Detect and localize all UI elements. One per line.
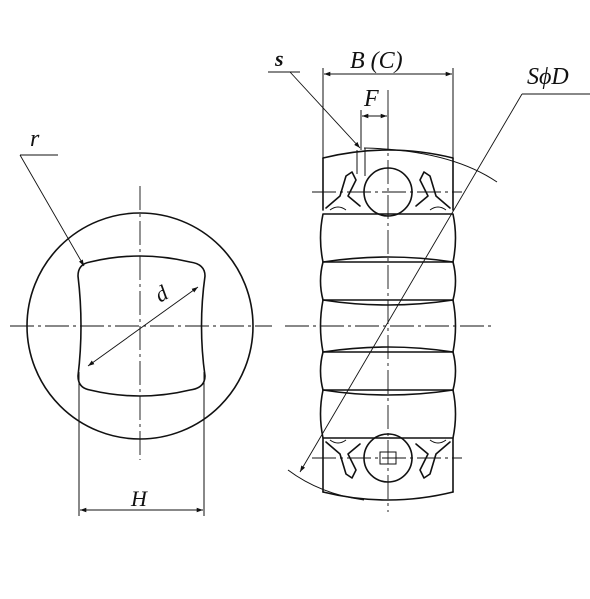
label-s: s xyxy=(274,46,284,71)
seal-top-left xyxy=(325,171,361,209)
sd-sphere-arc-top xyxy=(363,147,498,183)
label-sd: SϕD xyxy=(527,64,569,90)
seal-bottom-right-lip xyxy=(429,439,447,444)
square-bore-outline xyxy=(77,255,206,397)
d-dimension-line xyxy=(87,286,199,367)
seal-bottom-right xyxy=(415,441,451,479)
r-leader-line xyxy=(19,154,85,267)
outer-ring-bottom-arc xyxy=(322,491,454,501)
label-h: H xyxy=(130,486,148,511)
sd-sphere-arc-bottom xyxy=(287,469,365,501)
label-r: r xyxy=(30,126,40,152)
label-f: F xyxy=(363,86,379,112)
front-view: H d r xyxy=(10,126,272,516)
label-d: d xyxy=(150,280,173,308)
seal-bottom-left xyxy=(325,441,361,479)
seal-top-right xyxy=(415,171,451,209)
seal-top-right-lip xyxy=(429,206,447,211)
seal-bottom-left-lip xyxy=(329,439,347,444)
inner-ring-lobe-5 xyxy=(319,389,457,439)
sd-diameter-line xyxy=(299,93,523,473)
label-b-c: B (C) xyxy=(350,48,403,74)
section-view: B (C) F s SϕD xyxy=(268,46,590,512)
s-leader-line xyxy=(289,71,361,149)
seal-top-left-lip xyxy=(329,206,347,211)
